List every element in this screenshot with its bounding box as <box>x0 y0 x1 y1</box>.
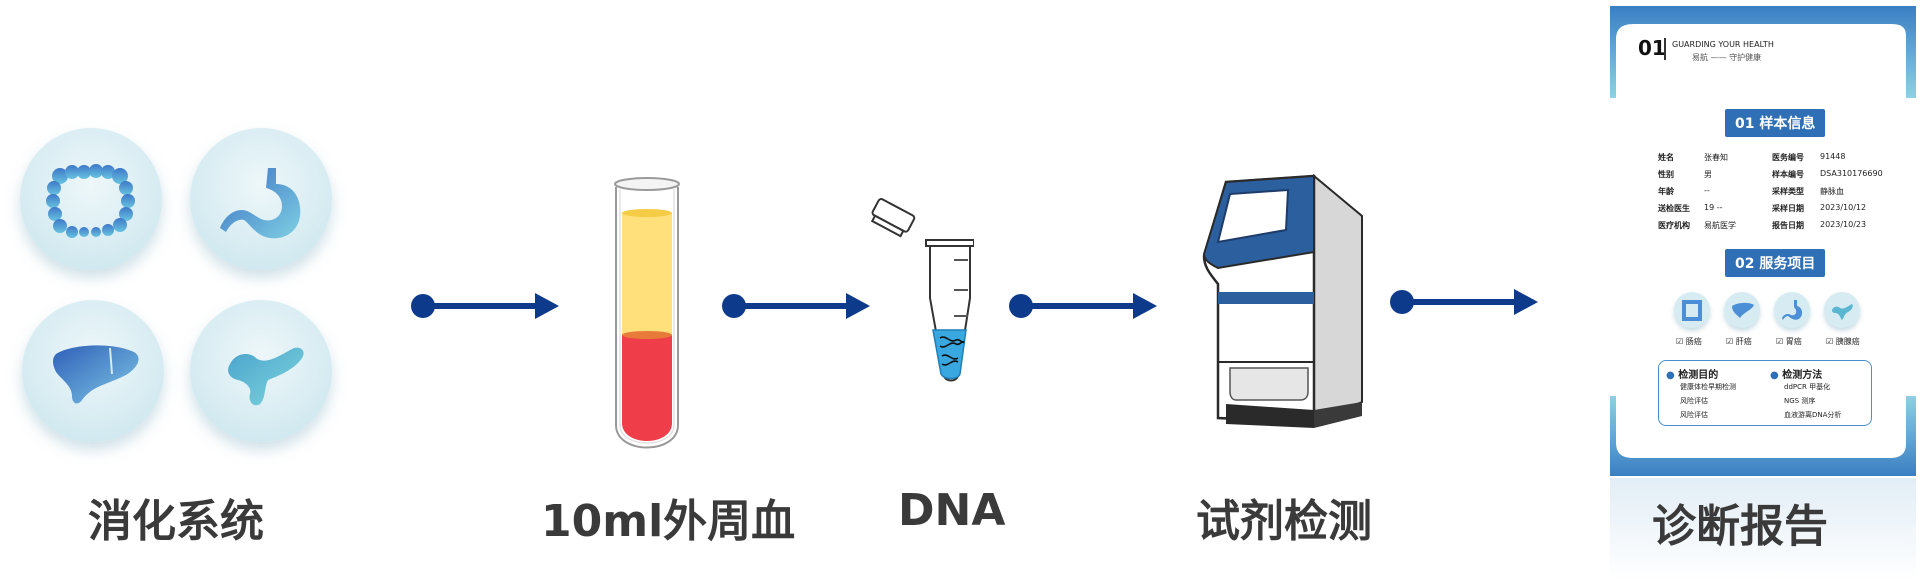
info-row-2-val1: 男 <box>1704 170 1712 179</box>
arrow-3 <box>1009 293 1157 319</box>
report-header-divider <box>1664 38 1666 60</box>
info-row-3-val2: 静脉血 <box>1820 187 1844 196</box>
checkbox-icon: ☑ <box>1776 337 1786 346</box>
blood-tube-icon <box>614 177 680 449</box>
report-header-en: GUARDING YOUR HEALTH <box>1672 40 1774 49</box>
dna-helix-icon <box>939 336 965 366</box>
service-label-colon: ☑ 肠癌 <box>1676 337 1702 346</box>
purpose-item-1: 健康体检早期检测 <box>1680 383 1736 391</box>
stage-label-reagent: 试剂检测 <box>1196 496 1372 547</box>
dna-tube-icon <box>870 198 974 382</box>
pancreas-icon <box>1832 304 1853 320</box>
purpose-item-2: 风险评估 <box>1680 397 1708 405</box>
info-row-5-val2: 2023/10/23 <box>1820 220 1867 229</box>
report-section-sample-info: 01 样本信息 <box>1725 109 1826 137</box>
arrow-4 <box>1390 289 1538 315</box>
service-label-liver: ☑ 肝癌 <box>1726 337 1752 346</box>
report-header-decoration <box>1610 6 1916 98</box>
organ-circle-liver <box>22 300 164 442</box>
bullet-icon: ● <box>1666 370 1679 381</box>
diagnostic-report-card: 01 GUARDING YOUR HEALTH 易航 —— 守护健康 01 样本… <box>1610 6 1916 476</box>
arrow-1 <box>411 293 559 319</box>
bullet-icon: ● <box>1770 370 1783 381</box>
stage-label-blood: 10ml外周血 <box>541 496 796 547</box>
info-row-3-key2: 采样类型 <box>1772 187 1804 196</box>
info-row-2-key2: 样本编号 <box>1772 170 1804 179</box>
checkbox-icon: ☑ <box>1676 337 1686 346</box>
info-row-1-key1: 姓名 <box>1658 153 1674 162</box>
info-row-5-key1: 医疗机构 <box>1658 221 1690 230</box>
info-row-4-key1: 送检医生 <box>1658 204 1690 213</box>
method-item-2: NGS 测序 <box>1784 397 1816 405</box>
pancreas-icon <box>228 347 304 406</box>
purpose-item-3: 风险评估 <box>1680 411 1708 419</box>
stage-label-digestive: 消化系统 <box>88 496 264 547</box>
colon-icon <box>46 164 135 238</box>
colon-icon <box>1682 300 1702 321</box>
info-row-4-val2: 2023/10/12 <box>1820 203 1867 212</box>
info-row-4-val1: 19 -- <box>1704 203 1723 212</box>
service-circle-pancreas <box>1824 292 1860 328</box>
liver-icon <box>1732 302 1754 318</box>
analyzer-machine-icon <box>1202 173 1363 428</box>
info-row-2-key1: 性别 <box>1658 170 1674 179</box>
purpose-title: ● 检测目的 <box>1666 370 1719 381</box>
report-page-number: 01 <box>1638 36 1666 60</box>
method-item-3: 血液游离DNA分析 <box>1784 411 1842 419</box>
service-circle-colon <box>1674 292 1710 328</box>
arrow-2 <box>722 293 870 319</box>
info-row-1-key2: 医务编号 <box>1772 153 1804 162</box>
info-row-1-val2: 91448 <box>1820 152 1846 161</box>
service-label-stomach: ☑ 胃癌 <box>1776 337 1802 346</box>
stomach-icon <box>220 168 301 239</box>
liver-icon <box>53 345 139 404</box>
info-row-2-val2: DSA310176690 <box>1820 169 1883 178</box>
stage-label-report: 诊断报告 <box>1652 501 1828 552</box>
service-circle-liver <box>1724 292 1760 328</box>
organ-circle-colon <box>20 128 162 270</box>
service-circle-stomach <box>1774 292 1810 328</box>
organ-circle-pancreas <box>190 300 332 442</box>
report-footer-decoration <box>1610 396 1916 476</box>
stomach-icon <box>1782 300 1803 320</box>
info-row-1-val1: 张春知 <box>1704 153 1728 162</box>
checkbox-icon: ☑ <box>1826 337 1836 346</box>
organ-circle-stomach <box>190 128 332 270</box>
info-row-3-val1: -- <box>1704 186 1710 195</box>
report-section-services: 02 服务项目 <box>1725 249 1826 277</box>
service-label-pancreas: ☑ 胰腺癌 <box>1826 337 1860 346</box>
checkbox-icon: ☑ <box>1726 337 1736 346</box>
stage-label-dna: DNA <box>898 485 1006 536</box>
report-header-cn: 易航 —— 守护健康 <box>1692 53 1762 62</box>
info-row-5-key2: 报告日期 <box>1772 221 1804 230</box>
report-reflection <box>1610 478 1916 580</box>
report-detection-box <box>1658 360 1872 426</box>
method-item-1: ddPCR 甲基化 <box>1784 383 1831 391</box>
method-title: ● 检测方法 <box>1770 370 1823 381</box>
info-row-4-key2: 采样日期 <box>1772 204 1804 213</box>
info-row-3-key1: 年龄 <box>1658 187 1674 196</box>
info-row-5-val1: 易航医学 <box>1704 221 1736 230</box>
